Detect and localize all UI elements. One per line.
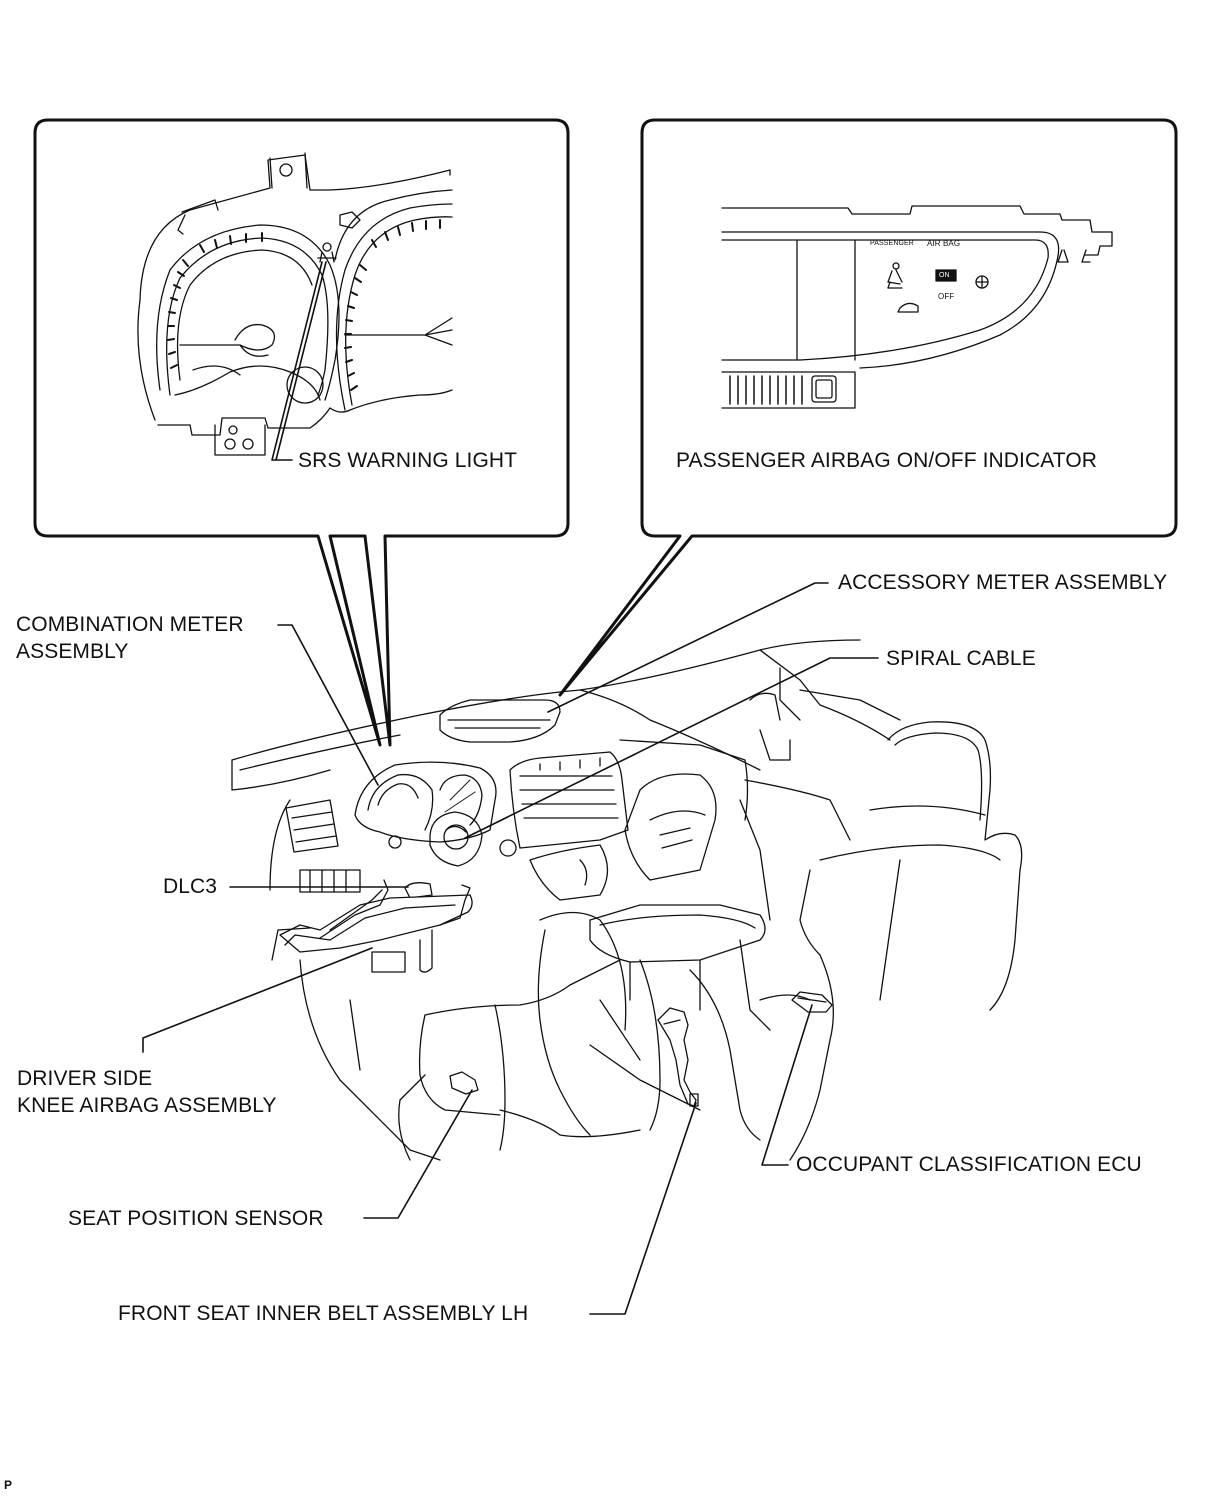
leader-lines (142, 582, 879, 1315)
leader-combination-meter (277, 624, 379, 786)
corner-mark: P (4, 1478, 13, 1492)
label-knee-airbag-line2: KNEE AIRBAG ASSEMBLY (17, 1094, 277, 1117)
indicator-off-text: OFF (938, 292, 955, 301)
label-front-seat-inner-belt: FRONT SEAT INNER BELT ASSEMBLY LH (118, 1302, 529, 1325)
leader-accessory-meter (547, 582, 829, 713)
label-dlc3: DLC3 (163, 875, 218, 898)
label-combination-meter-line2: ASSEMBLY (16, 640, 129, 663)
indicator-on-text: ON (939, 272, 950, 279)
combination-meter-closeup (137, 152, 453, 461)
leader-seat-position (363, 1089, 473, 1219)
label-seat-position-sensor: SEAT POSITION SENSOR (68, 1207, 324, 1230)
vehicle-interior (231, 639, 1023, 1161)
indicator-passenger-text: PASSENGER (870, 240, 914, 247)
label-spiral-cable: SPIRAL CABLE (886, 647, 1036, 670)
label-srs-warning-light: SRS WARNING LIGHT (298, 449, 518, 472)
label-occupant-classification-ecu: OCCUPANT CLASSIFICATION ECU (796, 1153, 1142, 1176)
leader-spiral-cable (464, 657, 879, 839)
label-combination-meter-line1: COMBINATION METER (16, 613, 244, 636)
indicator-airbag-text: AIR BAG (927, 239, 961, 248)
leader-knee-airbag (142, 947, 373, 1053)
label-passenger-airbag-indicator: PASSENGER AIRBAG ON/OFF INDICATOR (676, 449, 1098, 472)
leader-occupant-ecu (761, 1004, 813, 1166)
leader-inner-belt (589, 1102, 697, 1315)
label-accessory-meter: ACCESSORY METER ASSEMBLY (838, 571, 1168, 594)
indicator-callout-box (558, 118, 1178, 697)
label-knee-airbag-line1: DRIVER SIDE (17, 1067, 153, 1090)
accessory-meter-closeup (721, 205, 1113, 409)
